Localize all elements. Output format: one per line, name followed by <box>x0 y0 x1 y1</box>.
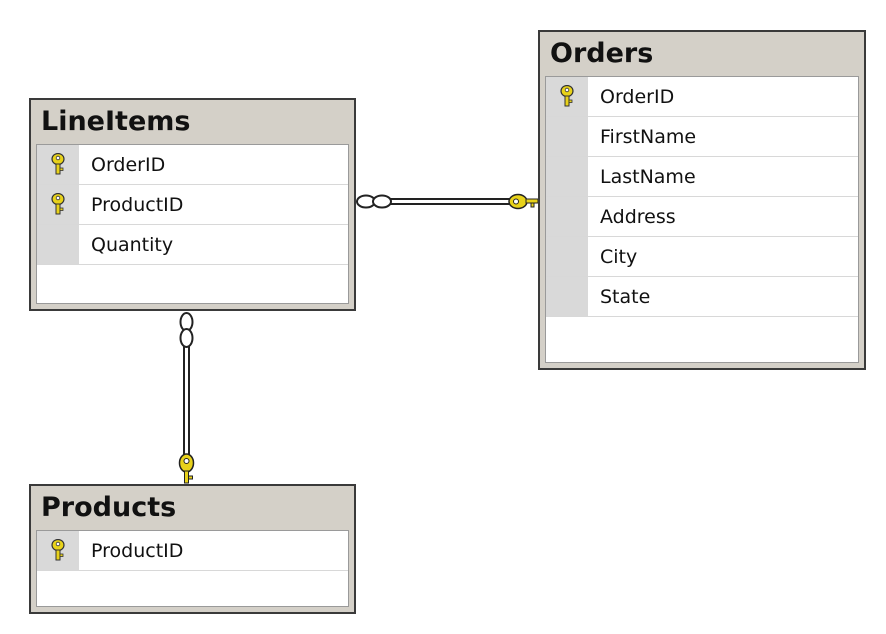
column-row[interactable]: ProductID <box>37 531 348 571</box>
relationship-lineitems-orders[interactable] <box>356 193 539 210</box>
column-name: Address <box>600 206 676 228</box>
table-orders[interactable]: Orders OrderID FirstName LastName <box>538 30 866 370</box>
column-name: City <box>600 246 638 268</box>
column-row[interactable]: OrderID <box>37 145 348 185</box>
table-title: LineItems <box>41 106 191 137</box>
column-row[interactable]: City <box>546 237 858 277</box>
column-row[interactable]: State <box>546 277 858 317</box>
column-name: LastName <box>600 166 696 188</box>
column-row[interactable]: Quantity <box>37 225 348 265</box>
many-end-symbol <box>179 312 194 348</box>
row-selector[interactable] <box>546 197 588 236</box>
column-list: ProductID <box>36 530 349 607</box>
table-title: Products <box>41 492 177 523</box>
column-name: Quantity <box>91 234 174 256</box>
column-row[interactable]: Address <box>546 197 858 237</box>
column-row[interactable]: FirstName <box>546 117 858 157</box>
primary-key-icon <box>560 85 574 107</box>
table-title: Orders <box>550 38 654 69</box>
column-name: State <box>600 286 651 308</box>
column-row[interactable]: OrderID <box>546 77 858 117</box>
column-row[interactable]: ProductID <box>37 185 348 225</box>
key-end-symbol <box>178 453 195 484</box>
primary-key-icon <box>51 193 65 215</box>
row-selector[interactable] <box>546 277 588 316</box>
column-name: FirstName <box>600 126 697 148</box>
table-lineitems[interactable]: LineItems OrderID <box>29 98 356 311</box>
column-row[interactable]: LastName <box>546 157 858 197</box>
table-products[interactable]: Products ProductID <box>29 484 356 614</box>
primary-key-icon <box>51 539 65 561</box>
row-selector[interactable] <box>37 225 79 264</box>
key-end-symbol <box>508 193 539 210</box>
column-name: ProductID <box>91 194 184 216</box>
row-selector[interactable] <box>546 117 588 156</box>
column-name: OrderID <box>91 154 166 176</box>
relationship-lineitems-products[interactable] <box>178 312 195 484</box>
column-name: OrderID <box>600 86 675 108</box>
column-list: OrderID ProductID Quantity <box>36 144 349 304</box>
column-list: OrderID FirstName LastName Address City … <box>545 76 859 363</box>
primary-key-icon <box>51 153 65 175</box>
row-selector[interactable] <box>546 157 588 196</box>
column-name: ProductID <box>91 540 184 562</box>
row-selector[interactable] <box>546 237 588 276</box>
many-end-symbol <box>356 194 392 209</box>
